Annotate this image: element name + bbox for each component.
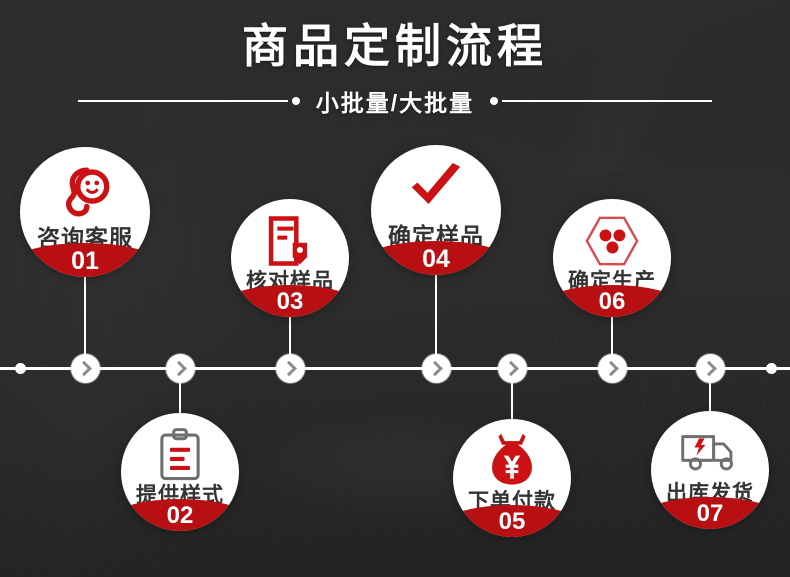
timeline-end-dot [766, 363, 777, 374]
header: 商品定制流程 小批量/大批量 [0, 0, 790, 118]
connector-stem-01 [84, 271, 86, 369]
subtitle-rule-left [77, 96, 300, 105]
customer-service-headset-icon [56, 161, 114, 223]
rule-bar-left [77, 99, 288, 102]
step-number-badge: 01 [20, 243, 150, 277]
step-number-badge: 03 [231, 285, 349, 317]
timeline-node-03 [275, 354, 305, 383]
money-bag-yen-icon [485, 433, 539, 488]
timeline-node-01 [70, 354, 100, 383]
chevron-right-icon [502, 360, 519, 377]
connector-stem-03 [289, 311, 291, 369]
connector-stem-07 [709, 367, 711, 417]
hexagon-dots-icon [585, 213, 639, 268]
document-tag-icon [263, 213, 317, 268]
step-number-badge: 06 [553, 285, 671, 317]
connector-stem-02 [179, 367, 181, 419]
timeline-node-02 [165, 354, 195, 383]
check-mark-icon [406, 159, 466, 221]
page-subtitle: 小批量/大批量 [315, 89, 475, 116]
chevron-right-icon [602, 360, 619, 377]
timeline-node-07 [695, 354, 725, 383]
timeline-axis [0, 367, 790, 370]
chevron-right-icon [75, 360, 92, 377]
chevron-right-icon [700, 360, 717, 377]
rule-dot-left [291, 96, 300, 105]
step-number-badge: 02 [121, 499, 239, 531]
chevron-right-icon [426, 360, 443, 377]
chevron-right-icon [170, 360, 187, 377]
rule-dot-right [490, 96, 499, 105]
rule-bar-right [502, 99, 713, 102]
chevron-right-icon [280, 360, 297, 377]
clipboard-icon [154, 427, 206, 482]
timeline-node-04 [421, 354, 451, 383]
subtitle-row: 小批量/大批量 [0, 84, 790, 118]
timeline-start-dot [15, 363, 26, 374]
connector-stem-04 [435, 269, 437, 369]
connector-stem-06 [611, 311, 613, 369]
step-number-badge: 05 [453, 505, 571, 537]
subtitle-rule-right [490, 96, 713, 105]
connector-stem-05 [511, 367, 513, 425]
delivery-truck-icon [680, 425, 740, 480]
timeline-node-06 [597, 354, 627, 383]
timeline-node-05 [497, 354, 527, 383]
step-number-badge: 04 [371, 241, 501, 275]
page-title: 商品定制流程 [242, 20, 548, 72]
step-number-badge: 07 [651, 497, 769, 529]
